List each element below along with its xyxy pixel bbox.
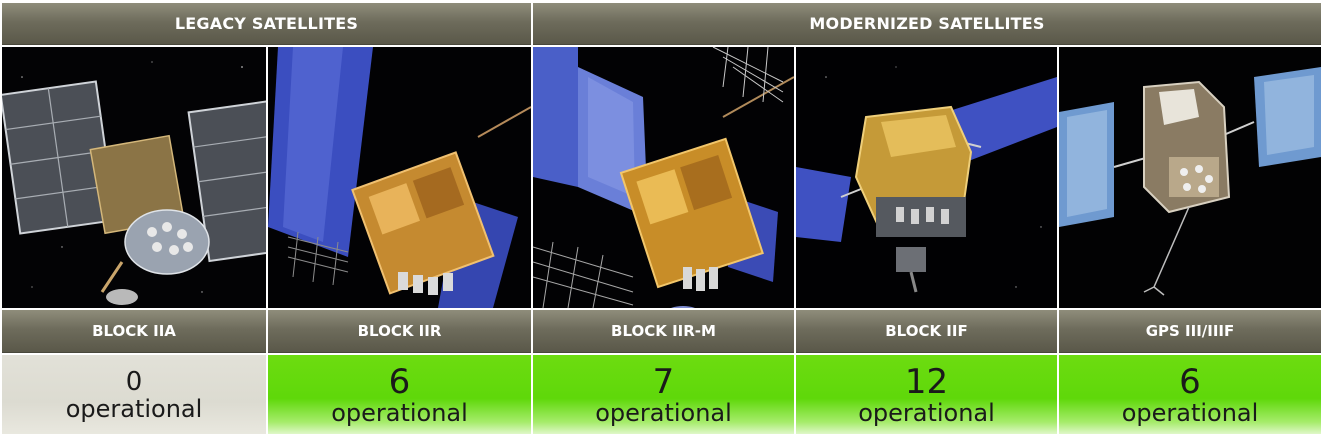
block-iir-m-count-cell: 7 operational	[533, 355, 794, 434]
operational-count: 7	[652, 361, 675, 402]
operational-status-text: operational	[331, 398, 468, 427]
operational-status-text: operational	[1121, 398, 1259, 427]
operational-status-text: operational	[595, 398, 732, 427]
block-iif-satellite-image	[796, 47, 1057, 308]
block-iia-count-cell: 0 operational	[2, 355, 266, 434]
block-iif-count-cell: 12 operational	[796, 355, 1057, 434]
gps-iii-satellite-image	[1059, 47, 1321, 308]
operational-count: 6	[1179, 361, 1201, 402]
operational-count: 6	[388, 361, 411, 402]
operational-status-text: operational	[858, 398, 995, 427]
block-iia-satellite-image	[2, 47, 266, 308]
operational-status-text: operational	[65, 394, 203, 423]
operational-count: 12	[904, 361, 949, 402]
block-iir-m-label: BLOCK IIR-M	[533, 310, 794, 353]
modernized-satellites-header: MODERNIZED SATELLITES	[533, 3, 1321, 45]
block-iir-m-satellite-image	[533, 47, 794, 308]
gps-iii-label: GPS III/IIIF	[1059, 310, 1321, 353]
block-iir-count-cell: 6 operational	[268, 355, 531, 434]
operational-count: 0	[125, 366, 143, 397]
block-iir-label: BLOCK IIR	[268, 310, 531, 353]
block-iia-label: BLOCK IIA	[2, 310, 266, 353]
legacy-satellites-header: LEGACY SATELLITES	[2, 3, 531, 45]
gps-iii-count-cell: 6 operational	[1059, 355, 1321, 434]
block-iir-satellite-image	[268, 47, 531, 308]
block-iif-label: BLOCK IIF	[796, 310, 1057, 353]
